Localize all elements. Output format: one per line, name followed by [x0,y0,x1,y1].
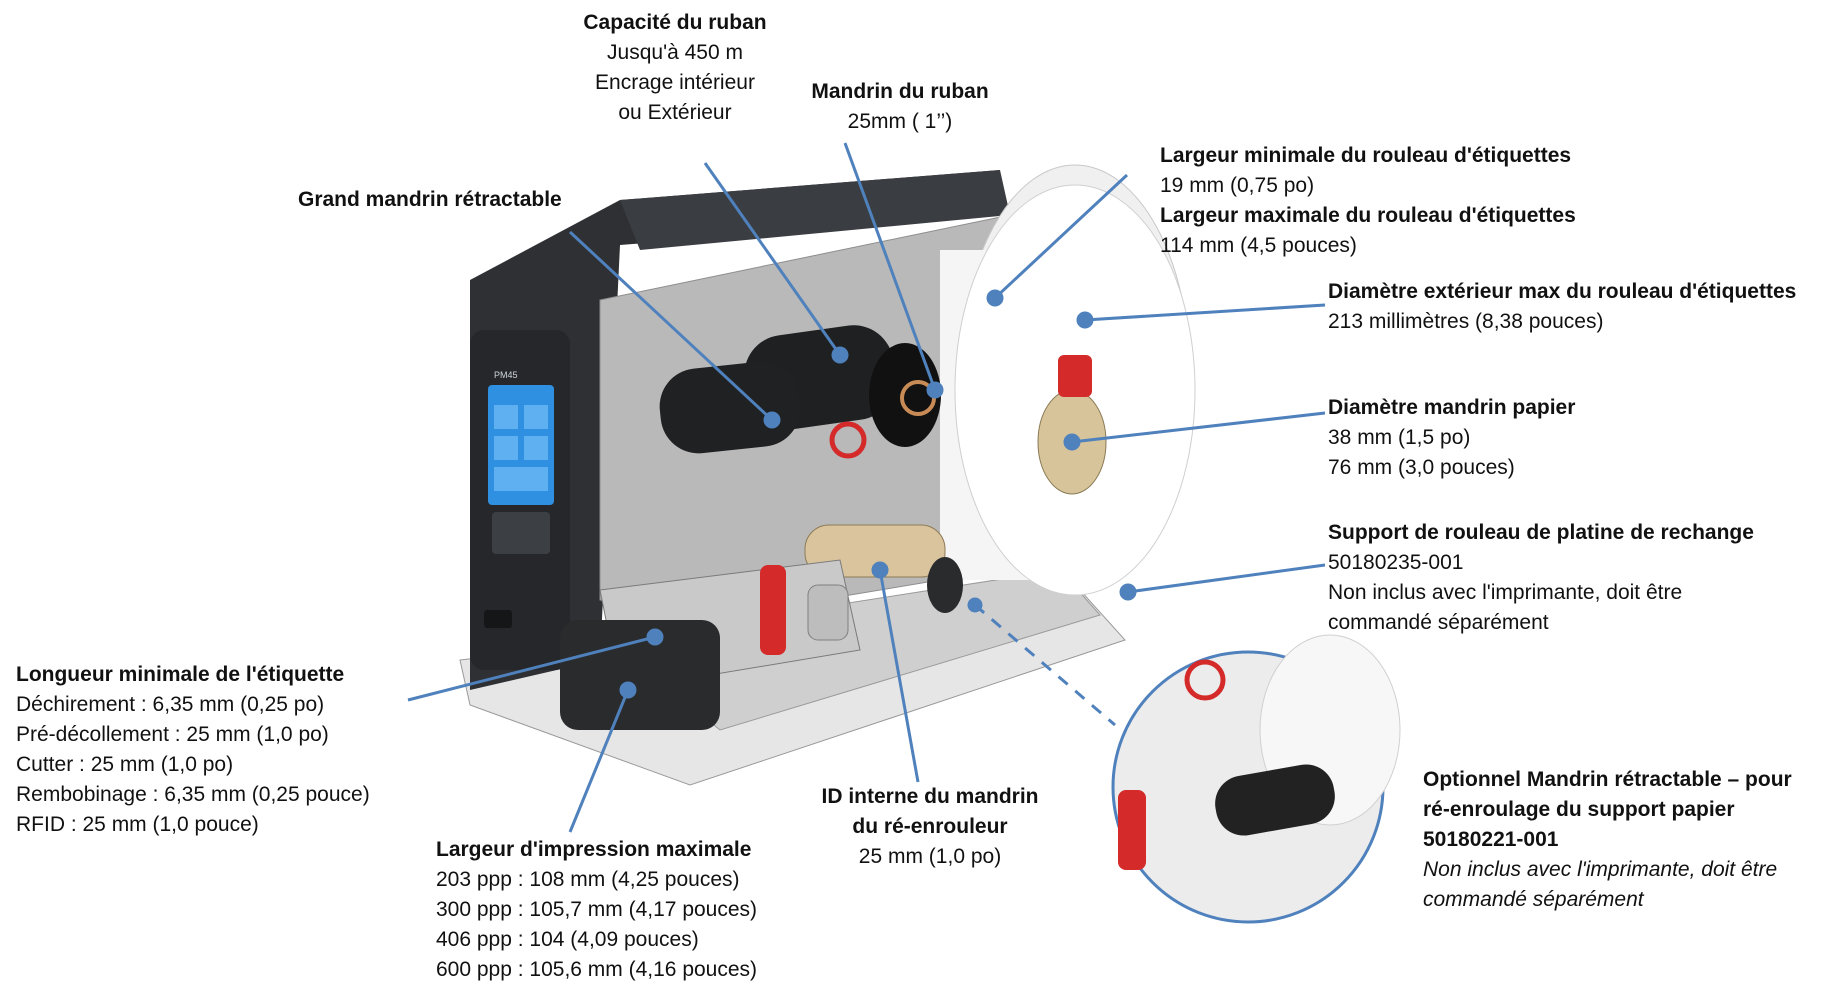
platen-roller [560,620,720,730]
min-label-length-label: Longueur minimale de l'étiquette Déchire… [16,660,370,840]
ribbon-core-label: Mandrin du ruban 25mm ( 1’’) [790,77,1010,137]
liner-support-line: Non inclus avec l'imprimante, doit être [1328,581,1683,604]
takeup-spindle [659,361,801,454]
optional-core-note: Non inclus avec l'imprimante, doit être [1423,858,1778,881]
callout-line-rewinder-core [878,569,920,783]
max-print-width-line: 300 ppp : 105,7 mm (4,17 pouces) [436,898,758,921]
front-button [492,512,550,554]
paper-core-diameter-label: Diamètre mandrin papier 38 mm (1,5 po) 7… [1328,393,1575,483]
min-label-length-line: Déchirement : 6,35 mm (0,25 po) [16,693,325,716]
max-print-width-label: Largeur d'impression maximale 203 ppp : … [436,835,757,985]
rewinder-core-id-title: du ré-enrouleur [852,815,1008,838]
callout-lines [407,142,1326,833]
screen-tile [494,436,518,460]
roll-width-min-title: Largeur minimale du rouleau d'étiquettes [1160,144,1572,167]
ribbon-capacity-line: Encrage intérieur [595,71,755,94]
label-roll-width-label: Largeur minimale du rouleau d'étiquettes… [1160,141,1576,261]
inset-red-ring [1184,659,1226,701]
inset-core [1215,764,1335,836]
optional-core-title: ré-enroulage du support papier [1423,798,1735,821]
roll-outer-diameter-title: Diamètre extérieur max du rouleau d'étiq… [1328,280,1797,303]
screen-tile [524,405,548,429]
liner-support-line: commandé séparément [1328,611,1549,634]
screen-tile [494,405,518,429]
max-print-width-line: 406 ppp : 104 (4,09 pouces) [436,928,699,951]
optional-core-label: Optionnel Mandrin rétractable – pour ré-… [1423,765,1792,915]
screen-tile [524,436,548,460]
large-core-title: Grand mandrin rétractable [298,188,562,211]
head-lever-grip [807,584,849,641]
callout-line-large-core [568,230,774,422]
callout-dot-ribbon-core [926,381,944,399]
ribbon-core-line: 25mm ( 1’’) [847,110,953,133]
screen-tile [494,467,548,491]
min-label-length-line: RFID : 25 mm (1,0 pouce) [16,813,259,836]
paper-core-diameter-line: 38 mm (1,5 po) [1328,426,1471,449]
rewinder-core-id-title: ID interne du mandrin [821,785,1039,808]
callout-line-roll-width [993,173,1129,300]
callout-dot-rewinder-core [871,561,889,579]
optional-core-title: Optionnel Mandrin rétractable – pour [1423,768,1792,791]
roll-lever [1058,355,1092,397]
max-print-width-line: 203 ppp : 108 mm (4,25 pouces) [436,868,740,891]
roll-width-min-value: 19 mm (0,75 po) [1160,174,1315,197]
callout-line-liner-support [1127,563,1326,594]
roll-width-max-title: Largeur maximale du rouleau d'étiquettes [1160,204,1576,227]
callout-line-ribbon-capacity [703,162,842,356]
supply-spindle-end [869,343,941,447]
usb-port [484,610,512,628]
optional-core-part-number: 50180221-001 [1423,828,1559,851]
roll-width-max-value: 114 mm (4,5 pouces) [1160,234,1357,257]
takeup-red-ring [829,421,867,459]
min-label-length-line: Pré-décollement : 25 mm (1,0 po) [16,723,329,746]
roll-outer-diameter-line: 213 millimètres (8,38 pouces) [1328,310,1604,333]
ribbon-capacity-label: Capacité du ruban Jusqu'à 450 m Encrage … [555,8,795,128]
large-core-label: Grand mandrin rétractable [298,185,562,215]
roll-outer-diameter-label: Diamètre extérieur max du rouleau d'étiq… [1328,277,1796,337]
callout-dot-liner-support [1119,583,1137,601]
head-lever [760,565,786,655]
rewinder-core-end [927,557,963,613]
max-print-width-title: Largeur d'impression maximale [436,838,752,861]
liner-support-line: 50180235-001 [1328,551,1464,574]
callout-dot-optional-core [967,597,983,613]
max-print-width-line: 600 ppp : 105,6 mm (4,16 pouces) [436,958,758,981]
ribbon-capacity-line: ou Extérieur [618,101,732,124]
callout-dot-paper-core [1063,433,1081,451]
callout-line-min-length [407,635,656,702]
rewinder-core-id-label: ID interne du mandrin du ré-enrouleur 25… [815,782,1045,872]
screen-brand-label: PM45 [494,370,518,380]
callout-dot-print-width [619,681,637,699]
callout-line-outer-diameter [1084,303,1326,322]
callout-dot-ribbon-capacity [831,346,849,364]
rewinder-core-id-line: 25 mm (1,0 po) [858,845,1002,868]
callout-dot-large-core [763,411,781,429]
inset-lever [1118,790,1146,870]
liner-support-label: Support de rouleau de platine de rechang… [1328,518,1754,638]
callout-line-ribbon-core [843,142,937,391]
printer-top [620,170,1010,250]
callout-line-print-width [568,689,630,833]
min-label-length-title: Longueur minimale de l'étiquette [16,663,345,686]
paper-core-diameter-line: 76 mm (3,0 pouces) [1328,456,1515,479]
callout-dot-roll-width [986,289,1004,307]
liner-support-title: Support de rouleau de platine de rechang… [1328,521,1754,544]
callout-line-optional-core [974,603,1116,727]
callout-dot-outer-diameter [1076,311,1094,329]
optional-core-note: commandé séparément [1423,888,1644,911]
ribbon-capacity-line: Jusqu'à 450 m [607,41,743,64]
callout-line-paper-core [1071,411,1326,444]
ribbon-core-title: Mandrin du ruban [811,80,989,103]
min-label-length-line: Cutter : 25 mm (1,0 po) [16,753,234,776]
paper-core-diameter-title: Diamètre mandrin papier [1328,396,1576,419]
callout-dot-min-length [646,628,664,646]
ribbon-capacity-title: Capacité du ruban [583,11,767,34]
min-label-length-line: Rembobinage : 6,35 mm (0,25 pouce) [16,783,370,806]
